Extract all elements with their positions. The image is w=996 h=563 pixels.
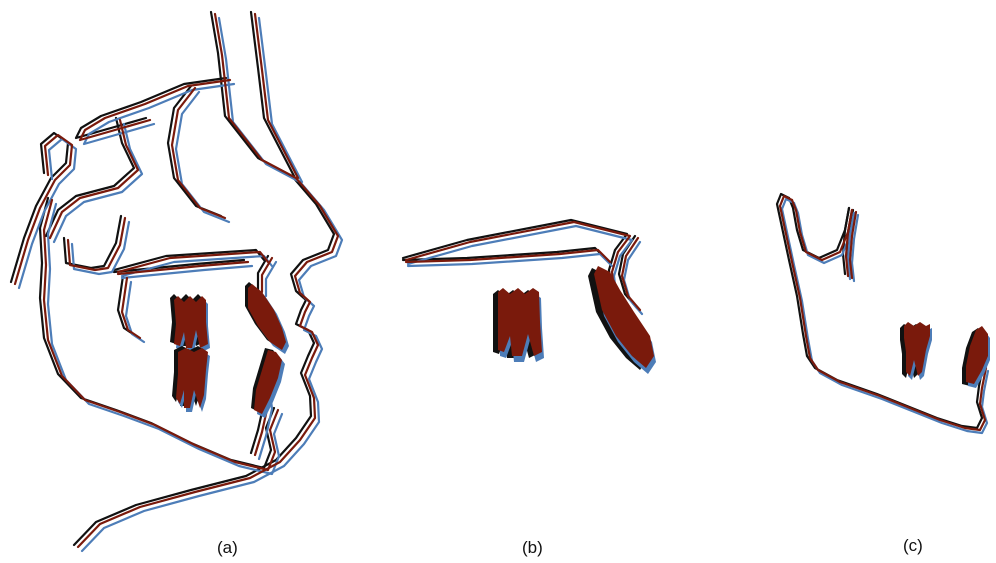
teeth-a [170, 282, 289, 418]
teeth-b [493, 266, 656, 374]
panel-label-c: (c) [903, 536, 923, 556]
trace-black-c [777, 194, 983, 428]
teeth-c [900, 322, 990, 388]
panel-label-a: (a) [217, 538, 238, 558]
panel-label-b: (b) [522, 538, 543, 558]
trace-red-c [780, 196, 986, 430]
panel-a-tracing [11, 12, 342, 551]
panel-c-mandible [777, 194, 990, 433]
trace-red-a [15, 14, 338, 547]
panel-b-maxilla [403, 220, 656, 374]
